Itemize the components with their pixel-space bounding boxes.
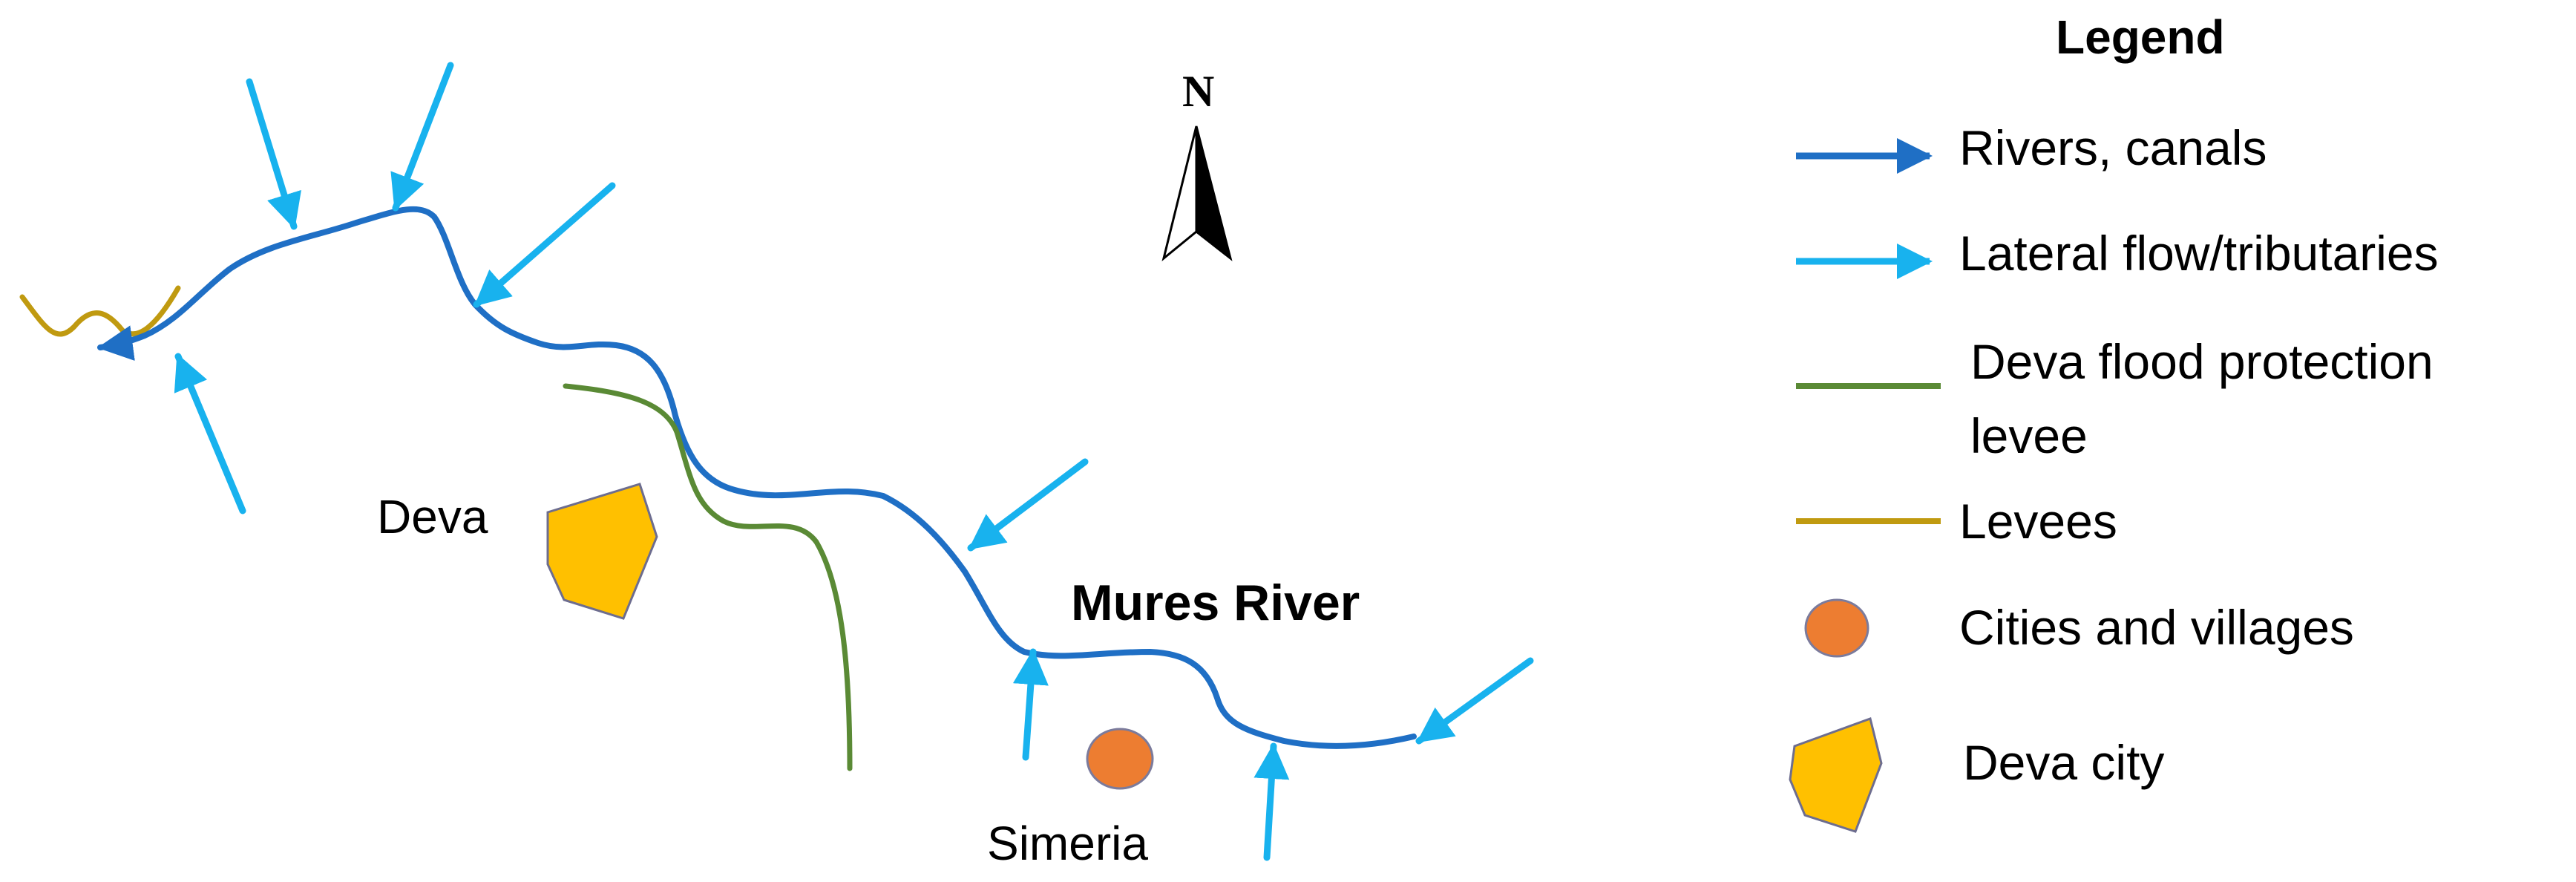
legend-city-ellipse-icon bbox=[1804, 598, 1869, 658]
lateral-flow-arrow bbox=[1253, 742, 1290, 861]
simeria-label: Simeria bbox=[987, 817, 1148, 870]
legend-item-label: Rivers, canals bbox=[1959, 120, 2267, 175]
lateral-flow-arrow bbox=[473, 182, 616, 308]
mures-river-line bbox=[97, 206, 1417, 749]
legend-title: Legend bbox=[2056, 10, 2225, 64]
north-arrow-icon: N bbox=[1161, 67, 1233, 262]
lateral-flow-arrow bbox=[967, 458, 1089, 552]
deva-label: Deva bbox=[377, 490, 488, 543]
lateral-flow-arrow bbox=[1415, 657, 1534, 745]
deva-city-polygon bbox=[546, 483, 658, 620]
map-area: Deva Mures River Simeria N bbox=[19, 62, 1534, 870]
legend-item-label: Cities and villages bbox=[1959, 600, 2354, 655]
legend-deva-city-polygon-icon bbox=[1789, 717, 1883, 833]
simeria-village-marker bbox=[1086, 728, 1154, 790]
deva-flood-protection-levee bbox=[563, 383, 853, 771]
lateral-flow-arrow bbox=[246, 78, 301, 230]
legend-item-label: Deva city bbox=[1963, 735, 2164, 790]
mures-river-label: Mures River bbox=[1071, 575, 1360, 631]
levee-west bbox=[19, 285, 181, 337]
lateral-flow-arrow bbox=[1012, 648, 1049, 761]
legend: Legend Rivers, canals Lateral flow/tribu… bbox=[1789, 10, 2439, 833]
legend-item-label: Levees bbox=[1959, 494, 2117, 549]
legend-item-label: Lateral flow/tributaries bbox=[1959, 226, 2439, 281]
legend-item-label-line2: levee bbox=[1970, 408, 2088, 463]
north-arrow-letter: N bbox=[1182, 67, 1214, 116]
legend-item-label: Deva flood protection bbox=[1970, 334, 2434, 389]
lateral-flow-arrows bbox=[174, 62, 1534, 861]
lateral-flow-arrow bbox=[390, 62, 454, 212]
lateral-flow-arrow bbox=[174, 353, 246, 514]
